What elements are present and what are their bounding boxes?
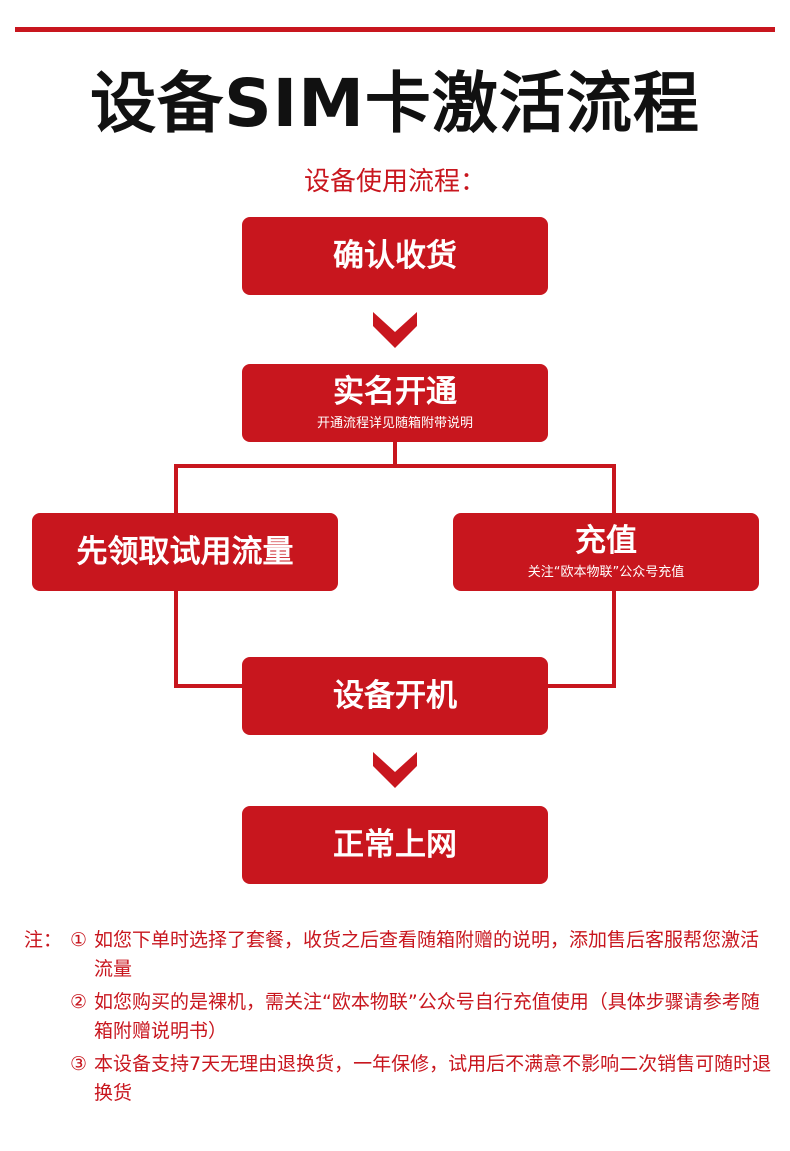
note-text: 如您下单时选择了套餐，收货之后查看随箱附赠的说明，添加售后客服帮您激活流量	[94, 929, 760, 980]
subtitle: 设备使用流程：	[303, 167, 486, 197]
connector-join	[174, 590, 616, 688]
note-item: ② 如您购买的是裸机，需关注“欧本物联”公众号自行充值使用（具体步骤请参考随箱附…	[24, 988, 774, 1046]
page-title: 设备SIM卡激活流程	[90, 65, 700, 142]
step-realname-label: 实名开通	[333, 374, 457, 410]
notes-section: 注： ① 如您下单时选择了套餐，收货之后查看随箱附赠的说明，添加售后客服帮您激活…	[24, 926, 774, 1112]
step-power-on-label: 设备开机	[333, 678, 457, 714]
step-online: 正常上网	[242, 806, 548, 884]
note-number: ①	[70, 929, 88, 951]
note-text: 如您购买的是裸机，需关注“欧本物联”公众号自行充值使用（具体步骤请参考随箱附赠说…	[94, 991, 760, 1042]
step-recharge-label: 充值	[575, 523, 637, 559]
step-trial-label: 先领取试用流量	[76, 534, 294, 570]
step-online-label: 正常上网	[333, 827, 457, 863]
note-number: ③	[70, 1053, 88, 1075]
top-accent-bar	[15, 27, 775, 32]
step-recharge-note: 关注“欧本物联”公众号充值	[527, 565, 685, 580]
step-receive-label: 确认收货	[333, 238, 457, 274]
note-number: ②	[70, 991, 88, 1013]
step-receive: 确认收货	[242, 217, 548, 295]
note-item: 注： ① 如您下单时选择了套餐，收货之后查看随箱附赠的说明，添加售后客服帮您激活…	[24, 926, 774, 984]
notes-prefix: 注：	[24, 929, 63, 951]
chevron-down-icon	[373, 312, 417, 348]
note-text: 本设备支持7天无理由退换货，一年保修，试用后不满意不影响二次销售可随时退换货	[94, 1053, 772, 1104]
step-recharge: 充值 关注“欧本物联”公众号充值	[453, 513, 759, 591]
step-realname-note: 开通流程详见随箱附带说明	[316, 416, 473, 431]
step-power-on: 设备开机	[242, 657, 548, 735]
step-realname: 实名开通 开通流程详见随箱附带说明	[242, 364, 548, 442]
connector-split	[174, 442, 616, 514]
chevron-down-icon	[373, 752, 417, 788]
step-trial: 先领取试用流量	[32, 513, 338, 591]
note-item: ③ 本设备支持7天无理由退换货，一年保修，试用后不满意不影响二次销售可随时退换货	[24, 1050, 774, 1108]
